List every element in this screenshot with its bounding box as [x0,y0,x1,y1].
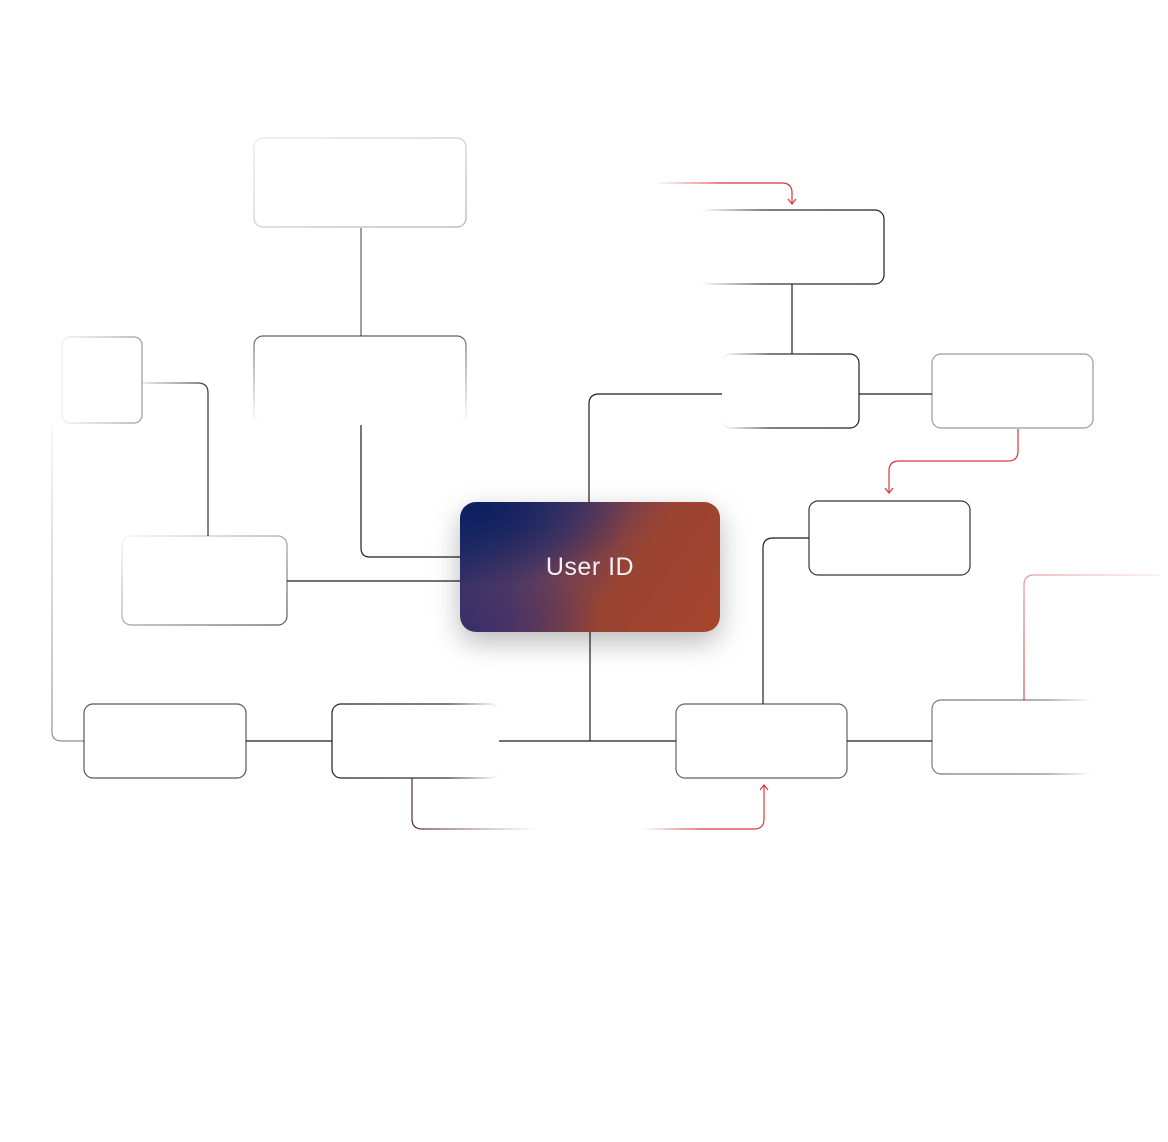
connector-right-lower-stem [762,537,809,704]
connector-edge-to-bottom-left [51,425,84,742]
node-top-left [253,137,467,228]
connectors [51,228,932,742]
connector-far-left-to-left [143,382,209,536]
node-bottom-left [83,703,247,779]
node-bottom-right [675,703,848,779]
node-far-bottom-right [931,699,1094,775]
center-node[interactable]: User ID [460,502,720,632]
connector-upper-left-to-center [360,425,460,558]
node-top-right [699,209,885,285]
node-right-middle [721,353,860,429]
accent-arrowhead-right [884,487,894,494]
accent-connectors [411,181,1160,830]
node-bottom-mid-left [331,703,500,779]
accent-line-bottom-b [641,786,765,830]
nodes [61,137,1094,779]
center-node-label: User ID [545,552,635,581]
accent-line-bottom-a [411,778,536,830]
node-right-lower [808,500,971,576]
accent-line-top-b [654,182,793,203]
connector-center-up [588,393,722,502]
accent-arrowhead-bottom [759,784,769,791]
accent-line-right [888,429,1019,492]
node-left [121,535,288,626]
node-upper-left [253,335,467,426]
accent-arrowhead-top [787,198,797,205]
node-far-left-faint [61,336,143,424]
node-far-right [931,353,1094,429]
accent-line-far-right [1023,574,1160,700]
